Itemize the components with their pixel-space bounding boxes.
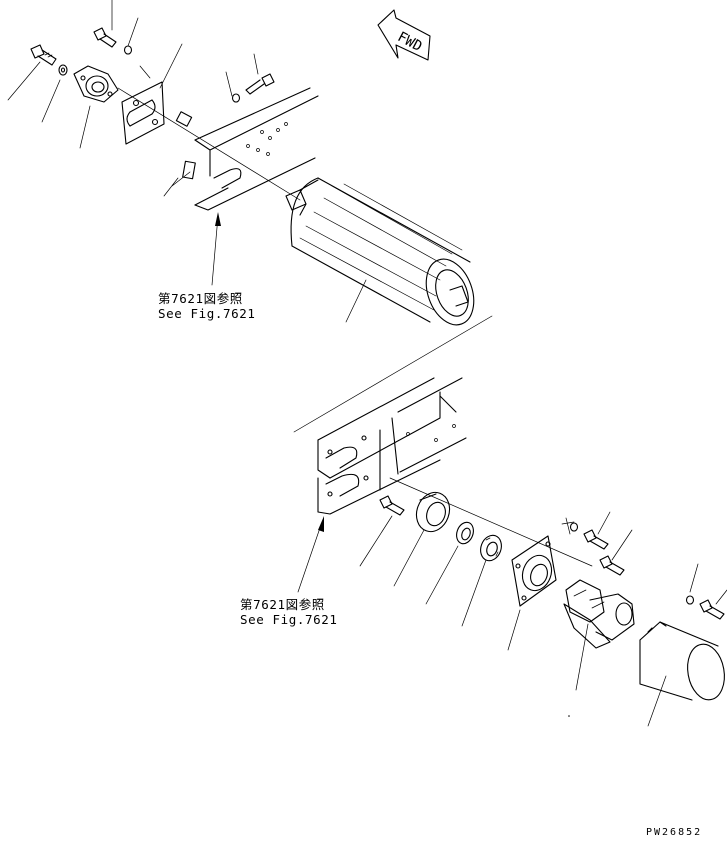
hydraulic-motor [563,579,635,649]
leader-lines-lower [359,511,727,727]
reference-note-upper: 第7621図参照 See Fig.7621 [158,291,256,321]
frame-rail-lower [317,377,467,515]
reference-note-upper-jp: 第7621図参照 [158,291,243,306]
fwd-arrow-icon: FWD [377,9,431,61]
flange-bearing-upper [73,65,119,103]
reference-note-lower: 第7621図参照 See Fig.7621 [240,597,338,627]
bolt-rail-upper [231,73,275,103]
slide-block-1 [175,111,193,127]
leader-lines-upper [7,0,367,323]
axis-line-connector [293,315,493,433]
motor-bracket [511,535,557,607]
bolt-upper-left [30,44,57,66]
axis-line-lower [389,477,593,567]
frame-rail-upper [194,87,319,211]
reference-arrow-lower [297,516,324,593]
slide-block-2 [182,160,196,180]
bolt-upper-top [93,27,133,55]
washer-upper-left [58,64,68,76]
bolts-cover [685,595,725,620]
reference-note-lower-en: See Fig.7621 [240,612,338,627]
bolts-motor-upper [569,522,625,576]
drum-pulley [285,177,475,326]
axis-line-upper [117,87,301,201]
seal-ring [456,521,474,545]
reference-arrow-upper [211,212,221,286]
reference-note-upper-en: See Fig.7621 [158,306,256,321]
motor-cover [639,621,725,701]
drawing-code: PW26852 [646,827,703,838]
coupling [480,534,502,562]
bearing-housing-lower [415,491,451,533]
reference-note-lower-jp: 第7621図参照 [240,597,325,612]
take-up-plate-upper [121,81,165,145]
bolt-lower [379,495,405,516]
